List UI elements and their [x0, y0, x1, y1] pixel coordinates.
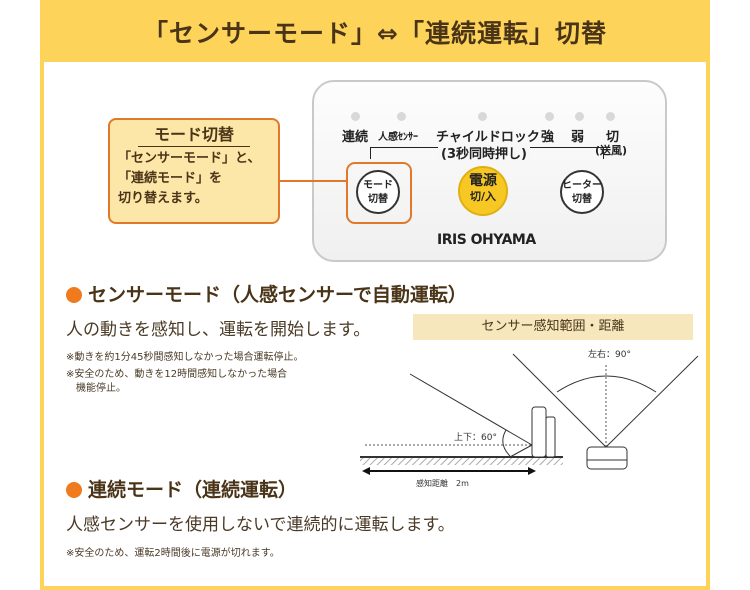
led-indicator [397, 112, 406, 121]
remote-label: 切 [606, 130, 620, 145]
sensor-note: ※安全のため、動きを12時間感知しなかった場合 機能停止。 [66, 369, 288, 394]
vertical-angle-label: 上下：60° [454, 432, 497, 443]
continuous-heading-text: 連続モード（連続運転） [88, 479, 298, 501]
mode-button-highlight [346, 162, 412, 224]
heater-button-label: ヒーター [562, 180, 602, 191]
callout-heading: モード切替 [138, 124, 250, 147]
mode-button-label: 切替 [368, 194, 388, 205]
heater-top-icon [586, 446, 628, 470]
horizontal-angle-arc [556, 375, 657, 393]
sensor-note: ※動きを約1分45秒間感知しなかった場合運転停止。 [66, 352, 304, 363]
heater-side-icon [531, 406, 547, 458]
distance-label: 感知距離 2m [416, 478, 469, 488]
led-indicator [351, 112, 360, 121]
led-indicator [606, 112, 615, 121]
sensor-description: 人の動きを感知し、運転を開始します。 [66, 320, 371, 340]
remote-label: 強 [541, 130, 555, 145]
heater-side-icon [545, 416, 556, 458]
mode-button-label: モード [363, 180, 393, 191]
bullet-icon [66, 287, 82, 303]
range-line [509, 444, 533, 458]
floor [360, 458, 563, 465]
callout-line: 「連続モード」を [118, 171, 223, 186]
callout-line: 切り替えます。 [118, 191, 208, 206]
horizontal-angle-label: 左右：90° [588, 348, 631, 360]
child-lock-hint: (3秒同時押し) [438, 143, 530, 162]
remote-label: チャイルドロック [436, 130, 540, 145]
remote-label: 連続 [342, 130, 369, 145]
continuous-note: ※安全のため、運転2時間後に電源が切れます。 [66, 548, 280, 559]
mode-switch-callout: モード切替 「センサーモード」と、 「連続モード」を 切り替えます。 [108, 118, 280, 224]
power-button[interactable]: 電源切/入 [458, 166, 508, 216]
diagram-label: センサー感知範囲・距離 [413, 314, 693, 340]
power-button-label: 電源 [469, 173, 497, 189]
bullet-icon [66, 482, 82, 498]
heater-button[interactable]: ヒーター切替 [560, 170, 604, 214]
brand-logo: IRIS OHYAMA [437, 232, 536, 248]
range-line [409, 373, 533, 446]
callout-line: 「センサーモード」と、 [118, 151, 261, 166]
sensor-range-diagram: 上下：60° 左右：90° 感知距離 2m [360, 348, 699, 488]
page-title: 「センサーモード」⇔「連続運転」切替 [143, 19, 607, 48]
vertical-angle-arc [502, 429, 511, 457]
power-button-label: 切/入 [469, 190, 497, 203]
callout-connector [280, 180, 348, 182]
remote-label: 人感ｾﾝｻｰ [378, 132, 418, 143]
range-line [605, 355, 699, 448]
led-indicator [478, 112, 487, 121]
remote-label: 弱 [571, 130, 585, 145]
sensor-mode-heading: センサーモード（人感センサーで自動運転） [66, 280, 467, 307]
continuous-description: 人感センサーを使用しないで連続的に運転します。 [66, 515, 455, 535]
sensor-heading-text: センサーモード（人感センサーで自動運転） [88, 284, 467, 306]
continuous-mode-heading: 連続モード（連続運転） [66, 475, 297, 502]
heater-button-label: 切替 [572, 194, 592, 205]
led-indicator [545, 112, 554, 121]
range-line [512, 353, 607, 448]
mode-button[interactable]: モード切替 [356, 170, 400, 214]
led-indicator [575, 112, 584, 121]
